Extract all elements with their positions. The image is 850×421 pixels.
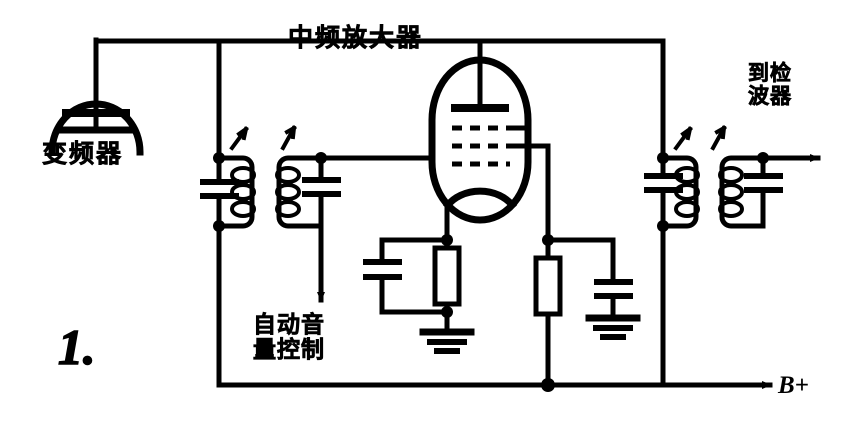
screen-grid-lead xyxy=(507,125,551,243)
label-to-detector: 到检 波器 xyxy=(748,61,792,108)
page-title: 中频放大器 xyxy=(288,23,424,52)
tuning-slug-marker xyxy=(673,126,693,151)
label-b-plus: B+ xyxy=(778,372,809,399)
screen-dropping-network xyxy=(533,237,633,388)
b-plus-rail xyxy=(216,223,773,389)
tuning-slug-marker xyxy=(229,126,249,151)
top-supply-bus xyxy=(93,38,666,161)
tuning-slug-marker xyxy=(710,125,727,151)
output-if-transformer xyxy=(644,125,783,229)
input-if-transformer xyxy=(200,125,341,236)
tuning-slug-marker xyxy=(280,125,297,151)
pentode-tube-symbol xyxy=(428,38,532,224)
junction-dots xyxy=(213,152,769,392)
converter-tube-symbol xyxy=(48,37,144,156)
label-automatic-volume-control: 自动音 量控制 xyxy=(253,312,325,363)
cathode-ground-symbol xyxy=(419,309,475,354)
figure-number: 1. xyxy=(57,318,96,376)
screen-ground-symbol xyxy=(585,314,641,340)
cathode-bias-network xyxy=(363,237,462,315)
label-converter: 变频器 xyxy=(42,139,124,168)
